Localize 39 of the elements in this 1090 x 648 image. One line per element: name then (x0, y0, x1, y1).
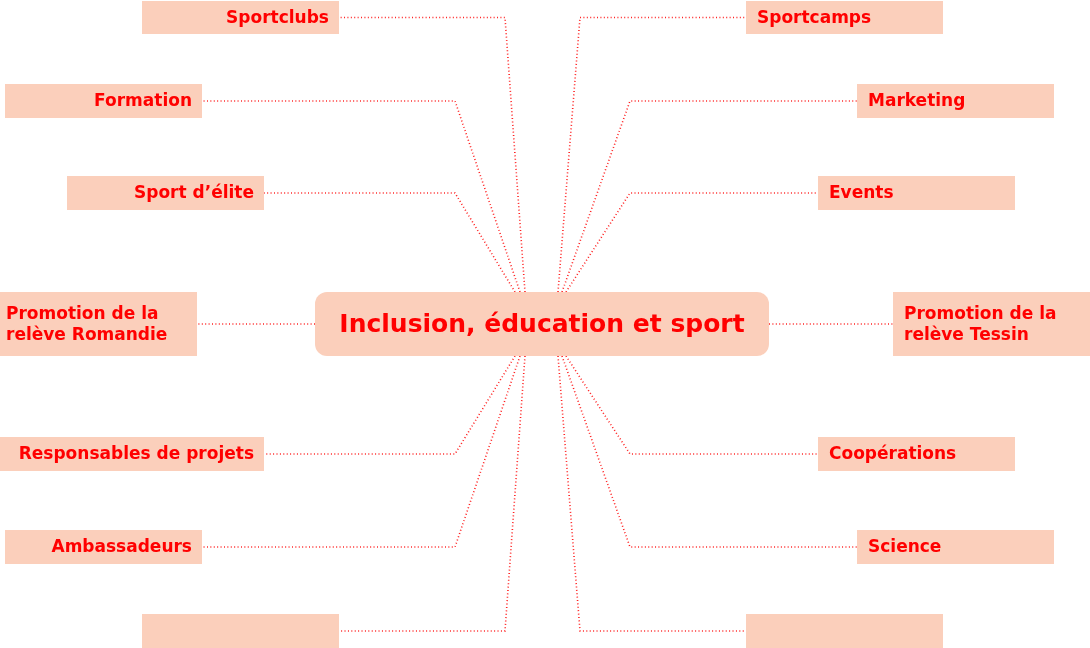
topic-box (5, 530, 202, 564)
topic-label: Sport d’élite (134, 182, 254, 204)
dotted-connector (338, 355, 526, 632)
dotted-connector (561, 100, 858, 293)
topic-box (818, 437, 1015, 471)
topic-box (0, 292, 197, 356)
topic-box (818, 176, 1015, 210)
topic-label: Sportcamps (757, 6, 872, 29)
dotted-connector (338, 16, 526, 293)
topic-label: Sportclubs (226, 6, 329, 29)
topic-label: Promotion de la relève Romandie (6, 302, 169, 346)
central-topic-text: Inclusion, éducation et sport (339, 308, 745, 340)
topic-label: Events (829, 182, 894, 204)
dotted-connector (557, 16, 747, 293)
dotted-connector (201, 100, 521, 293)
topic-box (0, 437, 264, 471)
dotted-connector (201, 355, 521, 548)
topic-label: Promotion de la relève Tessin (904, 302, 1058, 346)
dotted-connector (561, 355, 858, 548)
dotted-connector (557, 355, 747, 632)
topic-label: Formation (94, 90, 192, 112)
topic-label: Science (868, 536, 942, 558)
topic-label: Ambassadeurs (51, 536, 192, 558)
topic-box (5, 84, 202, 118)
dotted-connector (565, 355, 819, 455)
dotted-connector (565, 192, 819, 293)
topic-box (857, 84, 1054, 118)
topic-label: Coopérations (829, 443, 957, 465)
topic-box (857, 530, 1054, 564)
topic-box (142, 1, 339, 34)
topic-box (746, 1, 943, 34)
central-topic-box (315, 292, 769, 356)
empty-box (142, 614, 339, 648)
dotted-connector (263, 355, 516, 455)
topic-box (67, 176, 264, 210)
topic-label: Marketing (868, 90, 966, 112)
empty-box (746, 614, 943, 648)
topic-label: Responsables de projets (18, 443, 254, 465)
topic-box (893, 292, 1090, 356)
